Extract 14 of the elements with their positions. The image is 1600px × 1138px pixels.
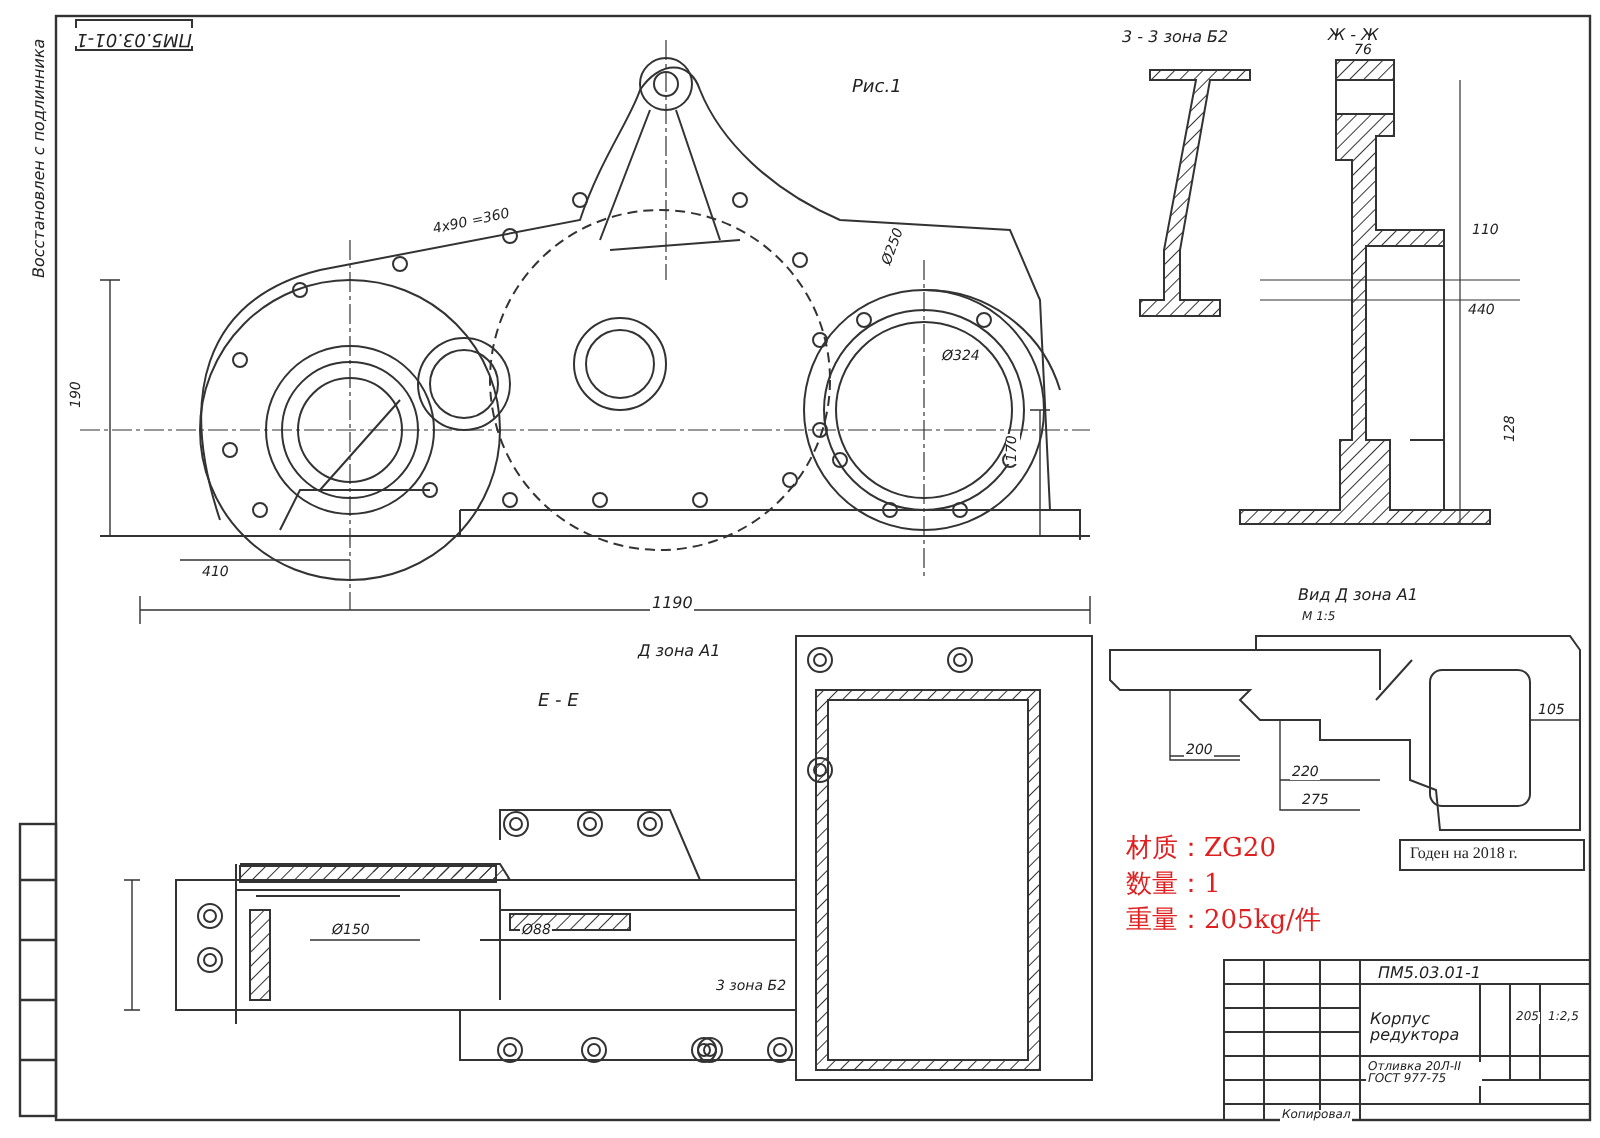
material-note: 数量：1 <box>1124 872 1223 898</box>
drawing-number: ПМ5.03.01-1 <box>74 28 194 46</box>
view-label: Вид Д зона А1 <box>1296 588 1420 604</box>
approval-stamp: Годен на 2018 г. <box>1408 846 1520 862</box>
material-note: 重量：205kg/件 <box>1124 908 1323 934</box>
view-label: Е - Е <box>536 694 581 712</box>
stamp-text: Восстановлен с подлинника <box>32 36 48 280</box>
drawing-number: ПМ5.03.01-1 <box>1376 966 1483 982</box>
section-marker: Д зона А1 <box>636 644 723 660</box>
material-note: 材质：ZG20 <box>1124 836 1278 862</box>
view-label: Ж - Ж <box>1326 28 1381 44</box>
dimension-text: 1190 <box>650 596 695 612</box>
view-label: Рис.1 <box>850 80 904 98</box>
view-label: 3 - 3 зона Б2 <box>1120 30 1231 46</box>
